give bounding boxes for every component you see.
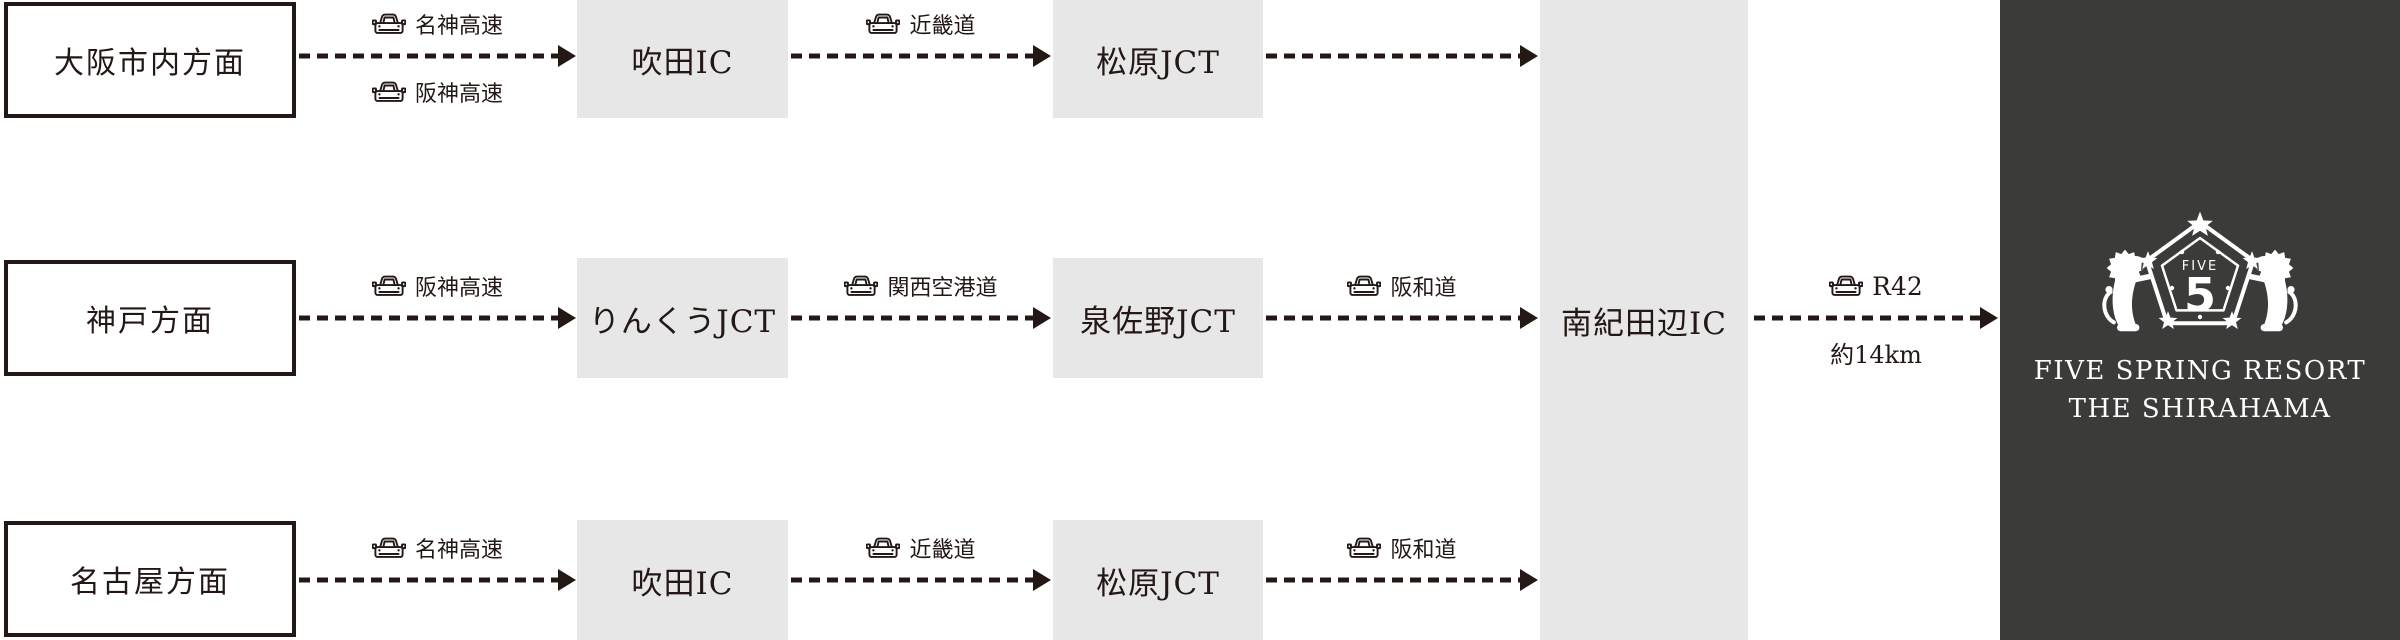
road-label-hanwa-row2: 阪和道 [1266,272,1538,301]
road-name: 近畿道 [909,14,976,39]
node-label: りんくうJCT [588,303,777,340]
dashed-arrow-right [1754,307,1998,329]
resort-name-line1: FIVE SPRING RESORT [2033,355,2367,386]
road-name: 関西空港道 [887,276,998,301]
road-name: 近畿道 [909,538,976,563]
origin-box-osaka: 大阪市内方面 [4,2,296,118]
node-label: 松原JCT [1096,44,1220,81]
road-name: 阪和道 [1390,276,1457,301]
resort-name: FIVE SPRING RESORT THE SHIRAHAMA [2034,353,2366,428]
dashed-arrow-right [1266,569,1538,591]
node-box-suita-ic-row1: 吹田IC [577,0,788,118]
road-name: 阪神高速 [414,82,503,107]
dashed-arrow-right [1266,307,1538,329]
car-icon [1829,274,1864,299]
road-name: 名神高速 [414,538,503,563]
road-label-meishin-row3: 名神高速 [299,534,576,563]
dashed-arrow-right [791,307,1051,329]
road-label-hanshin-row1: 阪神高速 [299,78,576,107]
node-box-suita-ic-row3: 吹田IC [577,520,788,640]
origin-box-kobe: 神戸方面 [4,260,296,376]
car-icon [371,274,406,299]
car-icon [866,536,901,561]
road-label-r42: R42 [1754,271,1998,301]
road-label-kinki-row3: 近畿道 [791,534,1051,563]
road-label-kinki-row1: 近畿道 [791,10,1051,39]
road-label-kanku-row2: 関西空港道 [791,272,1051,301]
node-label: 吹田IC [631,44,734,81]
node-label: 泉佐野JCT [1080,303,1236,340]
dashed-arrow-right [1266,45,1538,67]
node-box-matsubara-jct-row3: 松原JCT [1053,520,1263,640]
road-name: R42 [1872,271,1923,301]
car-icon [844,274,879,299]
car-icon [1347,536,1382,561]
origin-label-nagoya: 名古屋方面 [70,565,230,600]
car-icon [1347,274,1382,299]
road-name: 名神高速 [414,14,503,39]
dashed-arrow-right [299,569,576,591]
destination-ic-box: 南紀田辺IC [1540,0,1748,640]
origin-box-nagoya: 名古屋方面 [4,521,296,637]
resort-name-line2: THE SHIRAHAMA [2068,393,2332,424]
origin-label-kobe: 神戸方面 [86,304,214,339]
resort-panel: FIVE 5 FIVE SPRING RESORT THE SHIRAHAMA [2000,0,2400,640]
node-box-rinku-jct: りんくうJCT [577,258,788,378]
road-label-hanshin-row2: 阪神高速 [299,272,576,301]
car-icon [371,536,406,561]
car-icon [866,12,901,37]
node-box-matsubara-jct-row1: 松原JCT [1053,0,1263,118]
destination-ic-label: 南紀田辺IC [1561,305,1727,342]
dashed-arrow-right [791,45,1051,67]
road-name: 阪神高速 [414,276,503,301]
road-name: 阪和道 [1390,538,1457,563]
logo-word: FIVE [2182,259,2218,274]
road-label-hanwa-row3: 阪和道 [1266,534,1538,563]
distance-text: 約14km [1830,340,1922,369]
road-label-meishin-row1: 名神高速 [299,10,576,39]
distance-label: 約14km [1754,338,1998,369]
dashed-arrow-right [299,45,576,67]
origin-label-osaka: 大阪市内方面 [54,46,246,81]
logo-number: 5 [2184,268,2216,322]
car-icon [371,80,406,105]
car-icon [371,12,406,37]
dashed-arrow-right [299,307,576,329]
pentagon-badge [2144,219,2256,326]
resort-logo: FIVE 5 [2085,211,2315,337]
node-box-izumisano-jct: 泉佐野JCT [1053,258,1263,378]
dashed-arrow-right [791,569,1051,591]
node-label: 吹田IC [631,565,734,602]
node-label: 松原JCT [1096,565,1220,602]
